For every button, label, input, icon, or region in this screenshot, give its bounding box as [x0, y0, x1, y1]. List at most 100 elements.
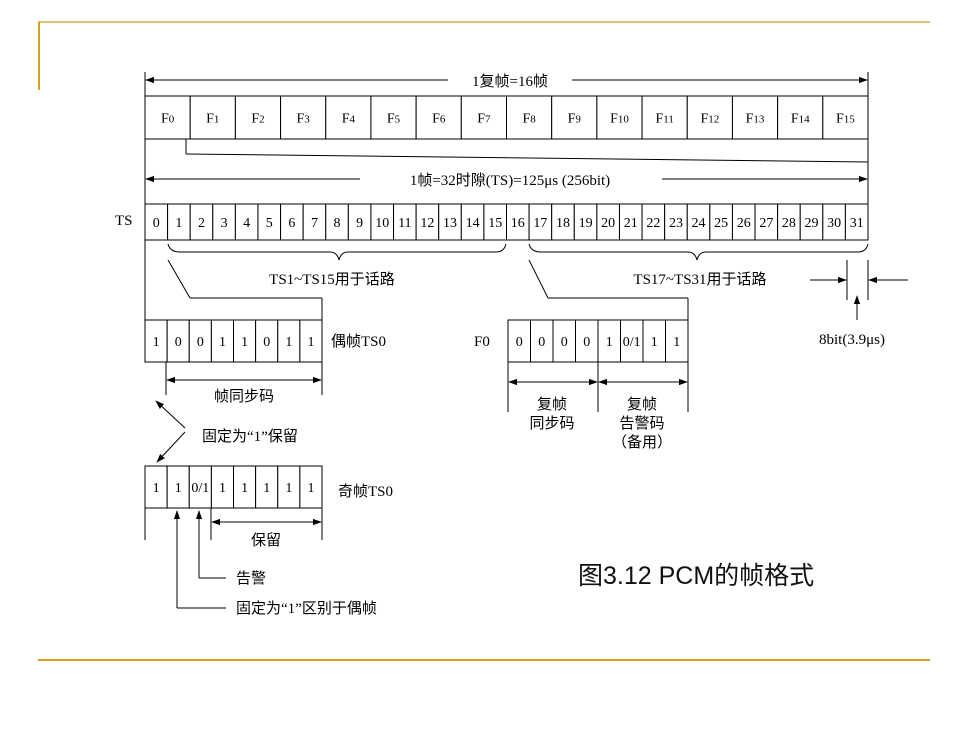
frame-cell-9: F9 [551, 95, 598, 140]
timeslot-cell-9: 9 [347, 203, 372, 241]
odd-bit-text: 1 [285, 481, 292, 496]
timeslot-cell-text: 7 [311, 216, 318, 231]
timeslot-cell-24: 24 [686, 203, 711, 241]
even-bit-7: 1 [299, 319, 323, 363]
ts16-bit-text: 1 [606, 335, 613, 350]
odd-bit-text: 1 [175, 481, 182, 496]
timeslot-cell-text: 1 [175, 216, 182, 231]
even-bit-3: 1 [210, 319, 234, 363]
frame-cell-text: F7 [477, 111, 491, 126]
ts16-bit-2: 0 [552, 319, 576, 363]
mf-alarm-line1: 复帧 [627, 395, 657, 413]
frame-cell-3: F3 [280, 95, 327, 140]
mf-sync-line1: 复帧 [537, 395, 567, 413]
timeslot-cell-10: 10 [370, 203, 395, 241]
frame-cell-text: F13 [746, 111, 765, 126]
timeslot-cell-26: 26 [731, 203, 756, 241]
odd-bit-text: 1 [241, 481, 248, 496]
frame-cell-box [686, 95, 733, 140]
timeslot-cell-7: 7 [302, 203, 327, 241]
timeslot-cell-text: 20 [601, 216, 615, 231]
frame-cell-4: F4 [325, 95, 372, 140]
timeslot-cell-text: 21 [624, 216, 638, 231]
slot-size-label: 8bit(3.9μs) [819, 332, 885, 348]
brace-ts1-15 [167, 243, 507, 261]
timeslot-cell-text: 0 [153, 216, 160, 231]
frame-cell-text: F2 [251, 111, 264, 126]
even-bit-1: 0 [166, 319, 190, 363]
timeslot-cell-23: 23 [664, 203, 688, 241]
odd-bit-5: 1 [255, 465, 279, 509]
timeslot-cell-14: 14 [460, 203, 485, 241]
timeslot-cell-text: 17 [533, 216, 547, 231]
timeslot-cell-text: 28 [782, 216, 796, 231]
timeslot-cell-20: 20 [596, 203, 620, 241]
frame-cell-8: F8 [506, 95, 553, 140]
timeslot-cell-18: 18 [551, 203, 575, 241]
ts16-bit-text: 0 [538, 335, 545, 350]
timeslot-cell-box [844, 203, 869, 241]
frame-cell-12: F12 [686, 95, 733, 140]
odd-bit-1: 1 [166, 465, 190, 509]
timeslot-cell-text: 9 [356, 216, 363, 231]
frame-cell-text: F0 [161, 111, 175, 126]
even-bit-text: 1 [285, 335, 292, 350]
frame-cell-text: F9 [568, 111, 582, 126]
timeslot-cell-4: 4 [234, 203, 259, 241]
ts16-bit-text: 0/1 [623, 335, 641, 350]
even-bit-text: 1 [307, 335, 314, 350]
even-bit-box [299, 319, 323, 363]
timeslot-cell-15: 15 [483, 203, 507, 241]
frame-cell-box [822, 95, 869, 140]
voice-low-label: TS1~TS15用于话路 [269, 271, 395, 288]
timeslot-cell-text: 26 [737, 216, 751, 231]
brace-ts17-31 [528, 243, 869, 261]
odd-bit-7: 1 [299, 465, 323, 509]
even-bit-2: 0 [188, 319, 212, 363]
timeslot-cell-3: 3 [212, 203, 236, 241]
timeslot-cell-text: 6 [288, 216, 295, 231]
frame-cell-11: F11 [641, 95, 688, 140]
even-bit-text: 0 [197, 335, 204, 350]
odd-bit-3: 1 [210, 465, 234, 509]
even-bit-4: 1 [233, 319, 257, 363]
odd-bit-0: 1 [144, 465, 168, 509]
frame-cell-6: F6 [415, 95, 462, 140]
odd-bit-text: 1 [263, 481, 270, 496]
timeslot-cell-text: 13 [443, 216, 457, 231]
timeslot-cell-text: 27 [759, 216, 773, 231]
frame-cell-box [234, 95, 282, 140]
timeslot-cell-text: 22 [646, 216, 660, 231]
ts16-bit-text: 0 [561, 335, 568, 350]
even-bit-6: 1 [277, 319, 301, 363]
frame-cell-7: F7 [460, 95, 507, 140]
voice-high-label: TS17~TS31用于话路 [633, 271, 766, 288]
timeslot-cell-text: 16 [511, 216, 525, 231]
timeslot-cell-text: 4 [243, 216, 250, 231]
timeslot-cell-text: 30 [827, 216, 841, 231]
ts16-bit-4: 1 [597, 319, 621, 363]
timeslot-cell-25: 25 [709, 203, 733, 241]
frame-cell-text: F6 [432, 111, 446, 126]
frame-cell-2: F2 [234, 95, 282, 140]
timeslot-cell-text: 10 [375, 216, 389, 231]
odd-bit-2: 0/1 [188, 465, 212, 509]
even-bit-0: 1 [144, 319, 168, 363]
ts16-bit-1: 0 [530, 319, 554, 363]
frame-cell-box [280, 95, 327, 140]
timeslot-cell-2: 2 [189, 203, 214, 241]
reserved-label: 保留 [251, 532, 281, 549]
timeslot-cell-text: 19 [579, 216, 593, 231]
frame-cell-box [189, 95, 236, 140]
frame-cell-text: F15 [836, 111, 855, 126]
timeslot-cell-text: 24 [692, 216, 706, 231]
frame-cell-text: F11 [655, 111, 673, 126]
ts16-bit-5: 0/1 [620, 319, 644, 363]
odd-bit-text: 1 [219, 481, 226, 496]
frame-cell-0: F0 [144, 95, 191, 140]
ts16-bit-text: 1 [651, 335, 658, 350]
frame-cell-text: F3 [297, 111, 311, 126]
